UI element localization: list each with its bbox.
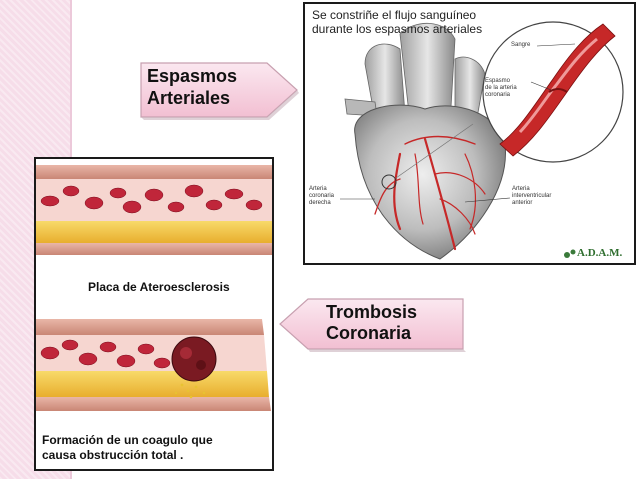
clot-caption-line1: Formación de un coagulo que xyxy=(42,433,213,447)
callout-thrombosis-text-line2: Coronaria xyxy=(326,323,412,343)
label-anterior-2: interventricular xyxy=(512,193,552,199)
callout-arrow-right-shape xyxy=(140,62,299,120)
callout-spasm-text-line1: Espasmos xyxy=(147,66,238,86)
label-spasm-1: Espasmo xyxy=(485,78,511,84)
plaque-caption: Placa de Ateroesclerosis xyxy=(88,280,230,294)
label-sangre: Sangre xyxy=(511,42,531,48)
label-spasm-3: coronaria xyxy=(485,92,511,98)
label-right-coronary-2: coronaria xyxy=(309,193,335,199)
callout-thrombosis: Trombosis Coronaria xyxy=(278,296,468,354)
label-right-coronary-1: Arteria xyxy=(309,186,327,192)
heart-caption-line1: Se constriñe el flujo sanguíneo xyxy=(312,8,477,22)
callout-spasm: Espasmos Arteriales xyxy=(137,59,301,121)
adam-logo-text: A.D.A.M. xyxy=(577,247,623,259)
label-anterior-3: anterior xyxy=(512,200,533,206)
label-spasm-2: de la arteria xyxy=(485,85,517,91)
heart-spasm-illustration: Se constriñe el flujo sanguíneo durante … xyxy=(303,2,636,265)
heart-caption-line2: durante los espasmos arteriales xyxy=(312,22,483,36)
clot-caption-line2: causa obstrucción total . xyxy=(42,448,184,462)
adam-logo-mark xyxy=(564,249,576,258)
label-anterior-1: Arteria xyxy=(512,186,530,192)
label-right-coronary-3: derecha xyxy=(309,200,331,206)
atherosclerosis-illustration: Placa de Ateroesclerosis Formación de un… xyxy=(34,157,274,471)
callout-arrow-left-shape xyxy=(279,298,466,352)
callout-thrombosis-text-line1: Trombosis xyxy=(326,302,418,322)
vessel-artwork xyxy=(36,159,272,449)
heart-artwork xyxy=(340,21,624,260)
callout-spasm-text-line2: Arteriales xyxy=(147,88,231,108)
